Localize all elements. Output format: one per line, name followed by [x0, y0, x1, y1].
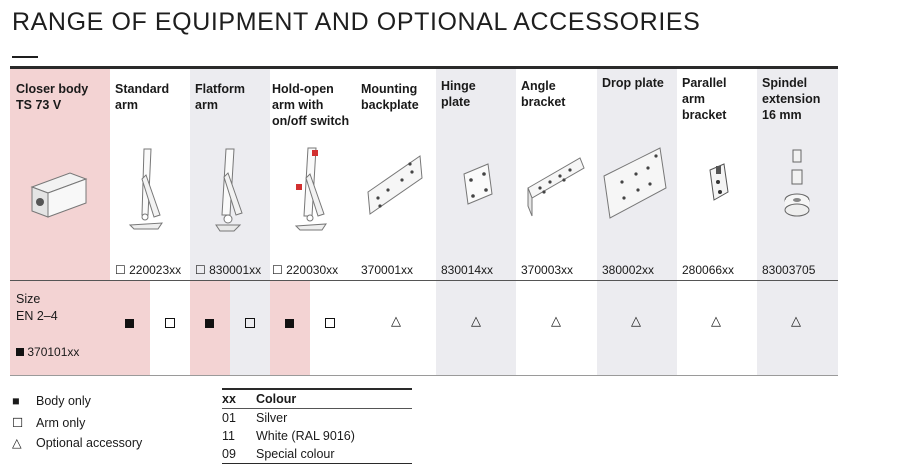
legend-body-only: ■Body only — [12, 394, 91, 408]
code-spindel-extension: 83003705 — [762, 263, 816, 277]
code-flatform-arm: ☐ 830001xx — [195, 263, 262, 277]
header-closer-body: Closer body TS 73 V — [16, 82, 89, 112]
code-hinge-plate: 830014xx — [441, 263, 494, 277]
header-flatform-arm: Flatform arm — [195, 82, 245, 112]
standard-arm-illustration — [128, 148, 163, 230]
flatform-arm-illustration — [215, 148, 243, 232]
legend-arm-only: ☐Arm only — [12, 416, 86, 430]
hold-open-arm-illustration — [294, 147, 327, 231]
mark-hinge-plate: △ — [471, 313, 481, 328]
mark-angle-bracket: △ — [551, 313, 561, 328]
colour-table-header: xx Colour — [222, 392, 297, 406]
code-parallel-arm-bracket: 280066xx — [682, 263, 735, 277]
mark-standard-arm — [165, 316, 175, 331]
mark-flatform-arm — [245, 316, 255, 331]
body-only-symbol — [16, 348, 24, 356]
table-mid-rule — [10, 280, 838, 281]
closer-body-illustration — [30, 172, 88, 218]
mark-parallel-arm-bracket: △ — [711, 313, 721, 328]
optional-accessory-legend-icon: △ — [12, 436, 22, 450]
parallel-arm-bracket-illustration — [709, 163, 729, 201]
code-angle-bracket: 370003xx — [521, 263, 574, 277]
mark-spindel-extension: △ — [791, 313, 801, 328]
mark-drop-plate: △ — [631, 313, 641, 328]
code-hold-open-arm: ☐ 220030xx — [272, 263, 339, 277]
mark-holdopen-arm — [325, 316, 335, 331]
arm-only-legend-icon: ☐ — [12, 416, 24, 430]
spindel-column-bg — [757, 69, 838, 375]
title-underline — [12, 56, 38, 58]
page-title: RANGE OF EQUIPMENT AND OPTIONAL ACCESSOR… — [12, 8, 701, 36]
header-hinge-plate: Hinge plate — [441, 79, 476, 109]
mounting-backplate-illustration — [367, 155, 423, 215]
mark-flatform-body — [205, 316, 214, 331]
drop-plate-illustration — [603, 147, 667, 219]
table-top-rule — [10, 66, 838, 69]
header-spindel-extension: Spindel extension 16 mm — [762, 76, 821, 122]
header-angle-bracket: Angle bracket — [521, 79, 566, 109]
header-hold-open-arm: Hold-open arm with on/off switch — [272, 82, 350, 128]
header-drop-plate: Drop plate — [602, 76, 664, 90]
mark-holdopen-body — [285, 316, 294, 331]
header-parallel-arm-bracket: Parallel arm bracket — [682, 76, 727, 122]
mark-standard-body — [125, 316, 134, 331]
size-code: 370101xx — [16, 345, 79, 359]
hinge-plate-illustration — [463, 163, 493, 205]
legend-optional-accessory: △Optional accessory — [12, 436, 143, 450]
code-standard-arm: ☐ 220023xx — [115, 263, 182, 277]
table-bottom-rule — [10, 375, 838, 376]
angle-bracket-illustration — [527, 157, 585, 217]
code-drop-plate: 380002xx — [602, 263, 655, 277]
hinge-plate-column-bg — [436, 69, 516, 375]
body-only-legend-icon: ■ — [12, 394, 20, 408]
spindel-extension-illustration — [784, 149, 810, 217]
header-mounting-backplate: Mounting backplate — [361, 82, 419, 112]
drop-plate-column-bg — [597, 69, 677, 375]
code-mounting-backplate: 370001xx — [361, 263, 414, 277]
closer-body-column-bg — [10, 69, 110, 375]
size-label: Size EN 2–4 — [16, 292, 58, 323]
header-standard-arm: Standard arm — [115, 82, 170, 112]
mark-mounting-backplate: △ — [391, 313, 401, 328]
